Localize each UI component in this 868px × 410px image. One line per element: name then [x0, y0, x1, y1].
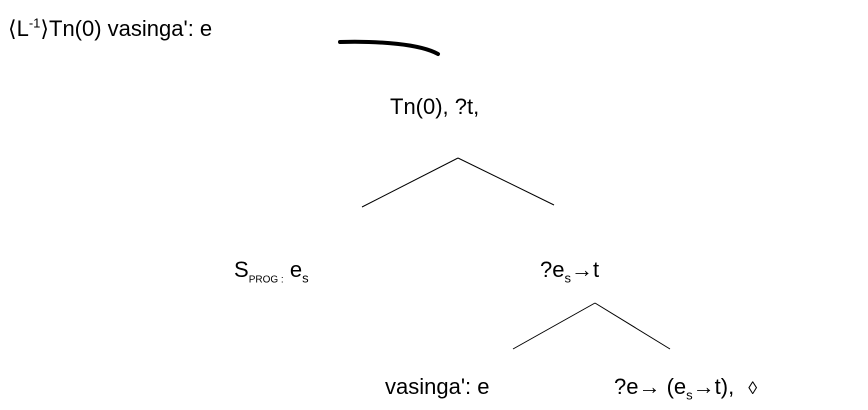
root-node-label: Tn(0), ?t, [390, 94, 480, 119]
link-node-text: Tn(0) vasinga': e [49, 16, 213, 41]
pointer-icon: ◊ [748, 378, 758, 398]
edge-right-right [594, 302, 671, 350]
right-leaf-sub: s [686, 387, 693, 403]
right-node-sub: s [564, 270, 571, 286]
left-leaf-label: vasinga': e [385, 374, 490, 399]
link-modality: L [16, 16, 29, 41]
right-leaf-post: →t), [692, 374, 735, 399]
left-node-label: SPROG : es [234, 257, 309, 286]
right-node-post: →t [570, 257, 600, 282]
link-arc [338, 39, 440, 56]
link-modality-sup: -1 [28, 15, 41, 31]
left-node-sub: PROG : [248, 274, 284, 286]
right-leaf-pre: ?e→ (e [614, 374, 687, 399]
link-bracket-close: ⟩ [40, 16, 49, 41]
right-node-pre: ?e [540, 257, 565, 282]
edge-root-right [457, 157, 555, 206]
left-node-type-sub: s [302, 270, 309, 286]
linked-node-label: ⟨L-1⟩Tn(0) vasinga': e [8, 16, 212, 42]
right-node-label: ?es→t [540, 257, 600, 286]
left-node-main: S [234, 257, 249, 282]
left-node-type: e [283, 257, 303, 282]
link-bracket-open: ⟨ [8, 16, 17, 41]
edge-right-left [512, 302, 596, 350]
edge-root-left [361, 157, 459, 208]
right-leaf-label: ?e→ (es→t), ◊ [614, 374, 757, 401]
